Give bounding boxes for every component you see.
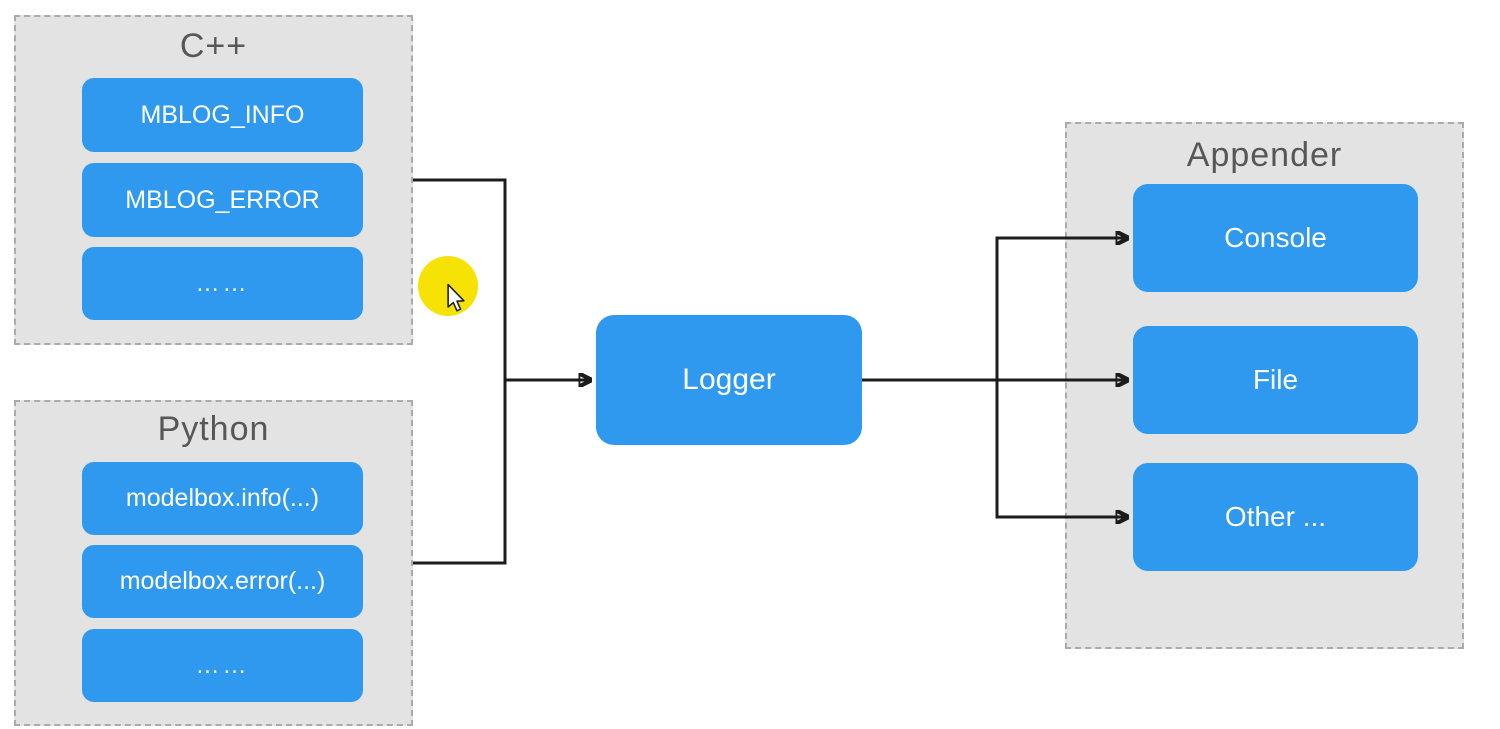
item-other-appender: Other ... — [1133, 463, 1418, 571]
group-cpp-title: C++ — [179, 27, 248, 65]
group-cpp-panel: C++ MBLOG_INFO MBLOG_ERROR …… — [14, 15, 413, 345]
mouse-cursor-icon — [447, 283, 465, 312]
item-mblog-info: MBLOG_INFO — [82, 78, 363, 152]
group-appender-panel: Appender Console File Other ... — [1065, 122, 1464, 649]
logger-node: Logger — [596, 315, 862, 445]
item-modelbox-info: modelbox.info(...) — [82, 462, 363, 535]
item-mblog-error: MBLOG_ERROR — [82, 163, 363, 237]
item-cpp-ellipsis: …… — [82, 247, 363, 320]
item-file-appender: File — [1133, 326, 1418, 434]
item-modelbox-error: modelbox.error(...) — [82, 545, 363, 618]
group-python-title: Python — [157, 410, 270, 448]
group-python-panel: Python modelbox.info(...) modelbox.error… — [14, 400, 413, 726]
item-console-appender: Console — [1133, 184, 1418, 292]
item-python-ellipsis: …… — [82, 629, 363, 702]
group-appender-title: Appender — [1186, 136, 1343, 174]
merge-bracket-line — [413, 178, 507, 565]
